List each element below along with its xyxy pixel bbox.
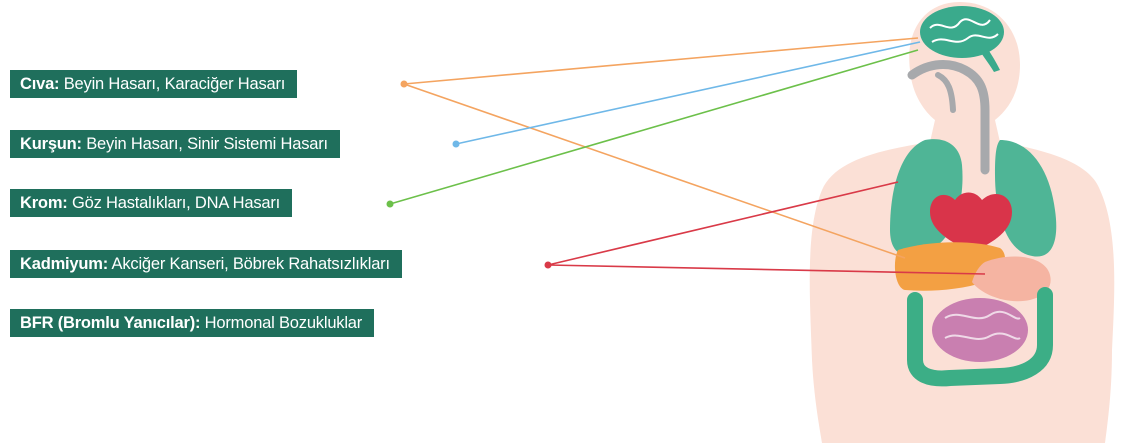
- element-name: Krom:: [20, 194, 68, 212]
- right-lung: [995, 140, 1057, 257]
- element-name: Cıva:: [20, 75, 60, 93]
- connector-lines: [386, 37, 986, 275]
- effects-text: Beyin Hasarı, Karaciğer Hasarı: [59, 75, 286, 93]
- brain: [920, 6, 1004, 72]
- element-name: Kadmiyum:: [20, 255, 109, 273]
- effects-text: Akciğer Kanseri, Böbrek Rahatsızlıkları: [108, 255, 391, 273]
- effects-text: Göz Hastalıkları, DNA Hasarı: [67, 194, 281, 212]
- connector-dot-civa: [400, 80, 408, 88]
- element-name: BFR (Bromlu Yanıcılar):: [20, 314, 201, 332]
- connector-dot-kursun: [452, 140, 460, 148]
- label-kursun: Kurşun: Beyin Hasarı, Sinir Sistemi Hasa…: [10, 130, 340, 158]
- stomach: [972, 256, 1051, 302]
- connector-dot-krom: [386, 200, 394, 208]
- trachea: [907, 60, 990, 175]
- label-kadmiyum: Kadmiyum: Akciğer Kanseri, Böbrek Rahats…: [10, 250, 402, 278]
- large-intestine: [907, 287, 1053, 387]
- label-bfr: BFR (Bromlu Yanıcılar): Hormonal Bozuklu…: [10, 309, 375, 337]
- connector-krom-brain: [389, 49, 919, 205]
- element-name: Kurşun:: [20, 135, 82, 153]
- connector-kursun-brain: [455, 41, 921, 145]
- label-civa: Cıva: Beyin Hasarı, Karaciğer Hasarı: [10, 70, 298, 98]
- connector-dot-kadmiyum: [544, 261, 552, 269]
- small-intestine: [932, 298, 1028, 362]
- label-krom: Krom: Göz Hastalıkları, DNA Hasarı: [10, 189, 293, 217]
- esophagus: [935, 72, 956, 113]
- connector-kadmiyum-lung: [547, 181, 899, 266]
- connector-kadmiyum-kidney: [547, 264, 986, 275]
- heart: [930, 192, 1012, 252]
- connector-civa-brain: [403, 37, 919, 85]
- effects-text: Hormonal Bozukluklar: [200, 314, 363, 332]
- effects-text: Beyin Hasarı, Sinir Sistemi Hasarı: [81, 135, 328, 153]
- connector-civa-liver: [403, 83, 906, 259]
